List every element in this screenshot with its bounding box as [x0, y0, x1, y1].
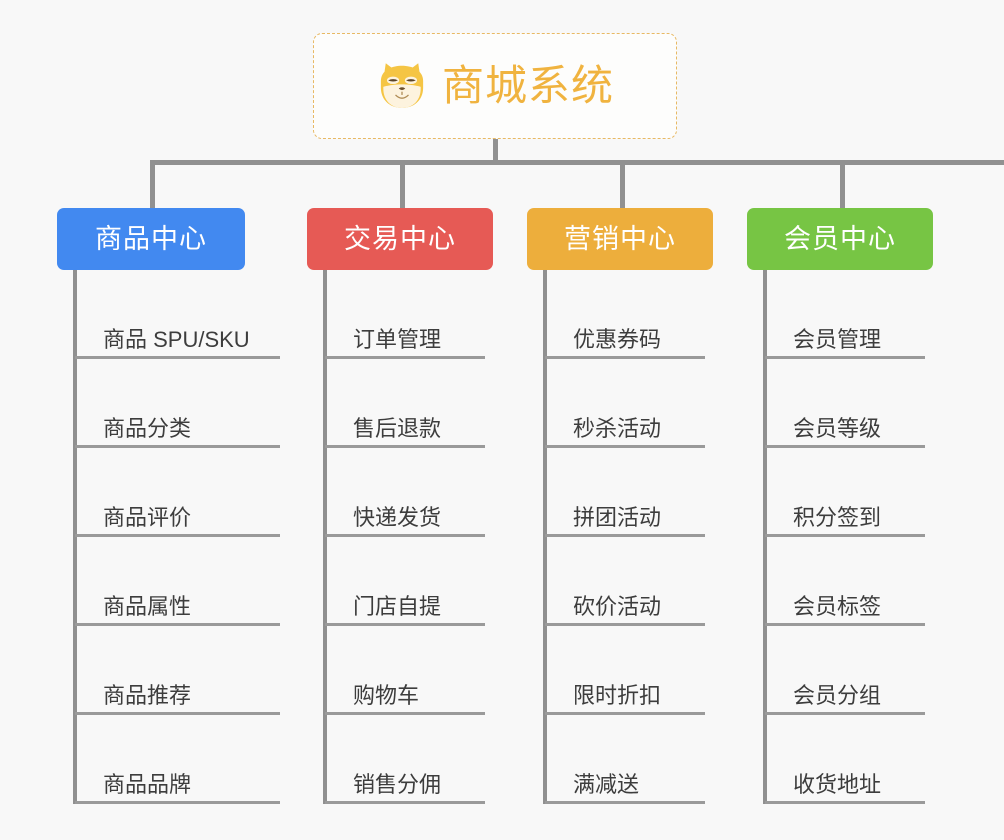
- leaf-item-underline: [75, 534, 280, 537]
- connector-drop-2: [400, 160, 405, 208]
- leaf-item-underline: [545, 623, 705, 626]
- leaf-item-underline: [765, 356, 925, 359]
- leaf-item-label: 商品属性: [103, 594, 192, 619]
- leaf-item-label: 会员管理: [793, 327, 882, 352]
- leaf-item[interactable]: 商品评价: [73, 448, 280, 537]
- leaf-item[interactable]: 销售分佣: [323, 715, 485, 804]
- branch-column-2: 订单管理售后退款快递发货门店自提购物车销售分佣: [323, 270, 485, 804]
- leaf-item-label: 会员等级: [793, 416, 882, 441]
- leaf-item[interactable]: 门店自提: [323, 537, 485, 626]
- category-box-3[interactable]: 营销中心: [527, 208, 713, 270]
- leaf-item-label: 秒杀活动: [573, 416, 662, 441]
- leaf-item-label: 商品分类: [103, 416, 192, 441]
- leaf-item-underline: [545, 534, 705, 537]
- leaf-item-underline: [765, 534, 925, 537]
- branch-column-3: 优惠券码秒杀活动拼团活动砍价活动限时折扣满减送: [543, 270, 705, 804]
- leaf-item[interactable]: 商品品牌: [73, 715, 280, 804]
- leaf-item-underline: [765, 623, 925, 626]
- leaf-item-underline: [75, 801, 280, 804]
- branch-rail: [73, 270, 77, 804]
- branch-rail: [543, 270, 547, 804]
- leaf-item-underline: [325, 623, 485, 626]
- leaf-item-underline: [325, 801, 485, 804]
- leaf-item[interactable]: 会员管理: [763, 270, 925, 359]
- category-label: 营销中心: [564, 223, 676, 254]
- category-box-4[interactable]: 会员中心: [747, 208, 933, 270]
- leaf-item-label: 会员标签: [793, 594, 882, 619]
- leaf-item-underline: [545, 445, 705, 448]
- leaf-item-underline: [75, 623, 280, 626]
- category-label: 商品中心: [95, 223, 207, 254]
- leaf-item-label: 商品评价: [103, 505, 192, 530]
- leaf-item[interactable]: 订单管理: [323, 270, 485, 359]
- leaf-item[interactable]: 收货地址: [763, 715, 925, 804]
- leaf-item[interactable]: 商品推荐: [73, 626, 280, 715]
- leaf-item-underline: [765, 801, 925, 804]
- leaf-item-label: 会员分组: [793, 683, 882, 708]
- leaf-item-label: 收货地址: [793, 772, 882, 797]
- connector-drop-4: [840, 160, 845, 208]
- branch-rail: [323, 270, 327, 804]
- leaf-item-underline: [545, 712, 705, 715]
- leaf-item-underline: [545, 801, 705, 804]
- leaf-item-underline: [325, 712, 485, 715]
- connector-drop-3: [620, 160, 625, 208]
- category-box-2[interactable]: 交易中心: [307, 208, 493, 270]
- leaf-item-label: 门店自提: [353, 594, 442, 619]
- leaf-item[interactable]: 快递发货: [323, 448, 485, 537]
- leaf-item[interactable]: 砍价活动: [543, 537, 705, 626]
- leaf-item[interactable]: 商品分类: [73, 359, 280, 448]
- category-label: 交易中心: [344, 223, 456, 254]
- leaf-item-underline: [325, 534, 485, 537]
- leaf-item-underline: [765, 712, 925, 715]
- leaf-item-label: 快递发货: [353, 505, 442, 530]
- leaf-item[interactable]: 限时折扣: [543, 626, 705, 715]
- leaf-item[interactable]: 售后退款: [323, 359, 485, 448]
- leaf-item[interactable]: 拼团活动: [543, 448, 705, 537]
- leaf-item-label: 优惠券码: [573, 327, 662, 352]
- leaf-item[interactable]: 秒杀活动: [543, 359, 705, 448]
- leaf-item-label: 商品 SPU/SKU: [103, 327, 250, 352]
- leaf-item[interactable]: 购物车: [323, 626, 485, 715]
- leaf-item-label: 积分签到: [793, 505, 882, 530]
- connector-drop-1: [150, 160, 155, 208]
- leaf-item-label: 限时折扣: [573, 683, 662, 708]
- leaf-item[interactable]: 满减送: [543, 715, 705, 804]
- leaf-item-underline: [545, 356, 705, 359]
- connector-horizontal-bus: [150, 160, 1004, 165]
- leaf-item-underline: [325, 356, 485, 359]
- leaf-item-underline: [325, 445, 485, 448]
- category-label: 会员中心: [784, 223, 896, 254]
- leaf-item[interactable]: 商品 SPU/SKU: [73, 270, 280, 359]
- leaf-item-label: 商品品牌: [103, 772, 192, 797]
- leaf-item-label: 售后退款: [353, 416, 442, 441]
- leaf-item[interactable]: 会员分组: [763, 626, 925, 715]
- leaf-item-label: 满减送: [573, 772, 640, 797]
- leaf-item[interactable]: 商品属性: [73, 537, 280, 626]
- root-node[interactable]: 商城系统: [313, 33, 677, 139]
- leaf-item-label: 销售分佣: [353, 772, 442, 797]
- leaf-item-label: 砍价活动: [573, 594, 662, 619]
- shiba-dog-icon: [376, 60, 428, 112]
- branch-column-1: 商品 SPU/SKU 商品分类商品评价商品属性商品推荐商品品牌: [73, 270, 280, 804]
- leaf-item-label: 商品推荐: [103, 683, 192, 708]
- leaf-item[interactable]: 优惠券码: [543, 270, 705, 359]
- category-box-1[interactable]: 商品中心: [57, 208, 245, 270]
- branch-column-4: 会员管理会员等级积分签到会员标签会员分组收货地址: [763, 270, 925, 804]
- leaf-item-underline: [75, 712, 280, 715]
- root-title: 商城系统: [441, 62, 614, 109]
- connector-root-stub: [493, 139, 498, 162]
- leaf-item-label: 订单管理: [353, 327, 442, 352]
- leaf-item-label: 拼团活动: [573, 505, 662, 530]
- branch-rail: [763, 270, 767, 804]
- leaf-item-label: 购物车: [353, 683, 420, 708]
- leaf-item-underline: [765, 445, 925, 448]
- leaf-item[interactable]: 积分签到: [763, 448, 925, 537]
- leaf-item-underline: [75, 445, 280, 448]
- leaf-item[interactable]: 会员标签: [763, 537, 925, 626]
- leaf-item-underline: [75, 356, 280, 359]
- leaf-item[interactable]: 会员等级: [763, 359, 925, 448]
